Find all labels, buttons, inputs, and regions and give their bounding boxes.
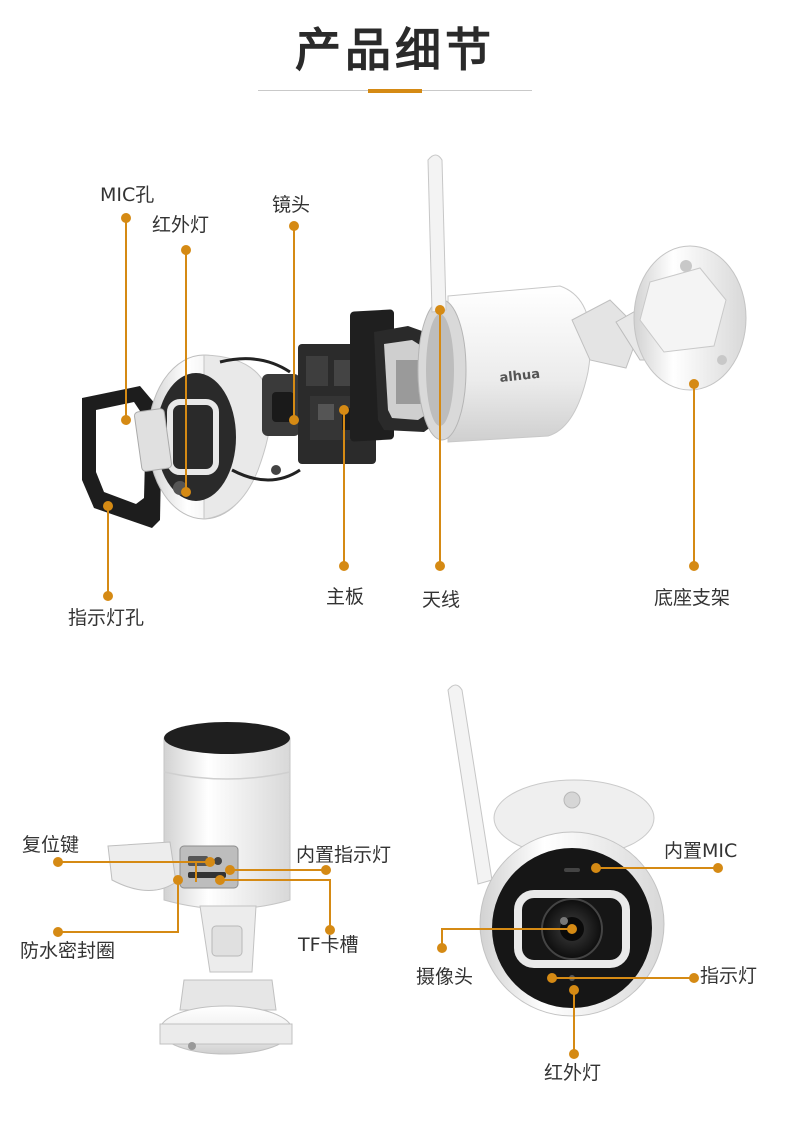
label-waterproof-ring: 防水密封圈 xyxy=(20,940,116,962)
rear-leader-lines xyxy=(53,857,335,937)
base-bracket-part xyxy=(571,245,747,391)
front-cover-part xyxy=(133,354,272,520)
label-builtin-indicator: 内置指示灯 xyxy=(296,844,392,866)
label-builtin-mic: 内置MIC xyxy=(664,840,738,862)
label-mic-hole: MIC孔 xyxy=(100,184,155,206)
page-title: 产品细节 xyxy=(295,23,495,77)
exploded-camera-view: alhua xyxy=(82,154,747,528)
label-antenna: 天线 xyxy=(422,589,461,611)
label-reset-button: 复位键 xyxy=(22,834,80,856)
rear-camera-view xyxy=(107,722,293,1055)
front-camera-view xyxy=(447,684,665,1017)
label-indicator-hole: 指示灯孔 xyxy=(68,607,145,629)
label-camera: 摄像头 xyxy=(416,966,474,988)
exploded-leader-lines xyxy=(103,213,699,601)
antenna-part xyxy=(427,154,447,313)
label-tf-slot: TF卡槽 xyxy=(298,934,359,956)
brand-logo: alhua xyxy=(499,367,541,386)
label-mainboard: 主板 xyxy=(326,586,365,608)
label-ir-light-front: 红外灯 xyxy=(544,1062,602,1084)
label-base-bracket: 底座支架 xyxy=(654,587,731,609)
label-lens: 镜头 xyxy=(272,194,311,216)
label-ir-light-exploded: 红外灯 xyxy=(152,214,210,236)
label-indicator: 指示灯 xyxy=(700,965,758,987)
front-leader-lines xyxy=(437,863,723,1059)
title-accent-bar xyxy=(368,89,422,93)
